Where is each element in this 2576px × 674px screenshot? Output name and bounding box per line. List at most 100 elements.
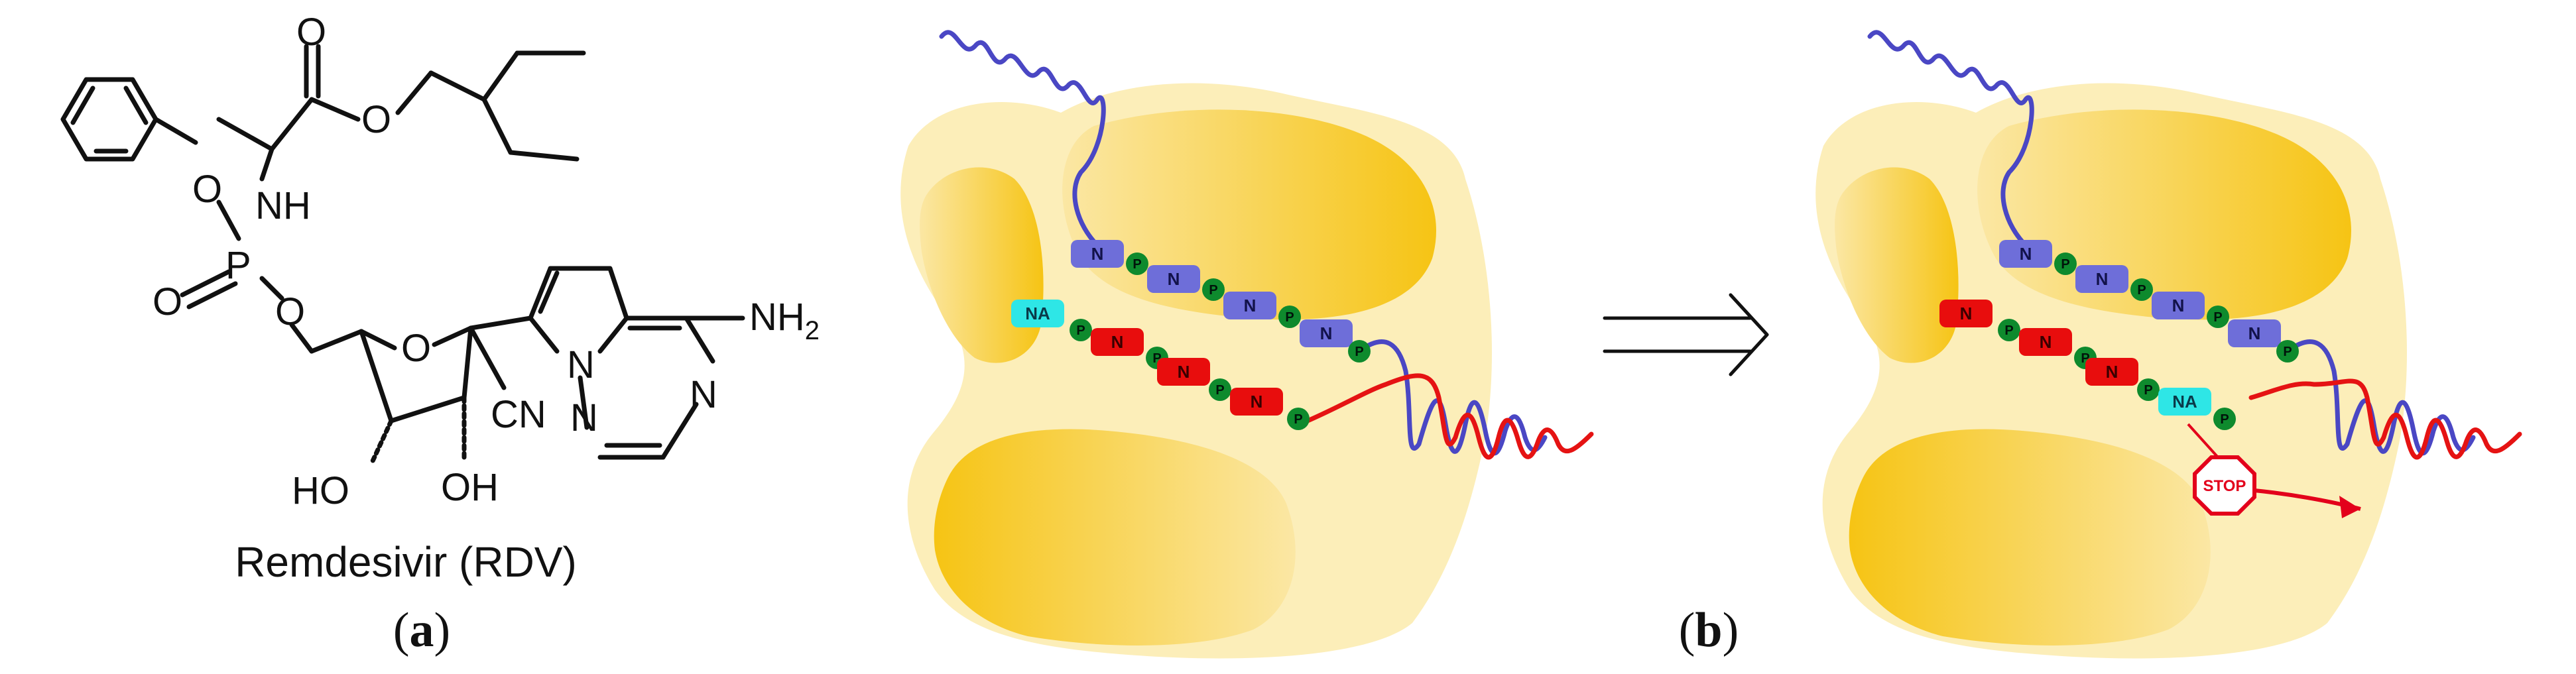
bond bbox=[468, 325, 507, 390]
bond bbox=[395, 70, 434, 115]
nascent-nucleotides-right: N P N P N P NA P bbox=[1939, 300, 2236, 430]
nucleotide-label: N bbox=[1251, 392, 1263, 412]
phosphate-label: P bbox=[2220, 412, 2229, 427]
nucleotide-label: N bbox=[1178, 362, 1190, 382]
bond bbox=[432, 325, 473, 347]
phosphate-bead bbox=[2207, 306, 2229, 328]
bond bbox=[289, 322, 314, 354]
stop-label: STOP bbox=[2203, 477, 2246, 495]
bond bbox=[216, 199, 241, 241]
template-strand-3prime-right bbox=[2285, 339, 2476, 456]
nascent-strand-tail-right bbox=[2248, 378, 2522, 460]
atom-nh2: NH2 bbox=[749, 296, 820, 345]
strands-left bbox=[939, 30, 1594, 460]
atom-cn: CN bbox=[491, 393, 546, 436]
atom-n-triazine-1: N bbox=[570, 396, 598, 439]
bond bbox=[259, 146, 275, 182]
nucleotide-label: N bbox=[1320, 323, 1333, 343]
phosphate-label: P bbox=[1133, 257, 1141, 272]
phosphate-label: P bbox=[1215, 383, 1224, 398]
bond bbox=[528, 315, 560, 354]
nucleotide-box bbox=[2228, 319, 2281, 347]
bond bbox=[216, 117, 275, 152]
panel-b-label-close: ) bbox=[1723, 603, 1739, 657]
analog-box bbox=[2158, 388, 2211, 416]
bond bbox=[369, 418, 394, 467]
nucleotide-label: N bbox=[2096, 269, 2109, 289]
bond bbox=[597, 315, 629, 354]
nucleotide-box bbox=[2085, 358, 2138, 386]
bond bbox=[481, 97, 513, 155]
panel-a-label-open: ( bbox=[393, 603, 410, 657]
phosphate-label: P bbox=[1076, 323, 1085, 338]
atom-ho: HO bbox=[292, 469, 349, 512]
phosphate-bead bbox=[1202, 278, 1225, 301]
nucleotide-box bbox=[1147, 265, 1200, 293]
bond bbox=[578, 375, 589, 430]
analog-label: NA bbox=[1025, 304, 1050, 323]
bond bbox=[359, 329, 394, 423]
nucleotide-label: N bbox=[2172, 296, 2185, 315]
panel-a-label: (a) bbox=[393, 603, 450, 657]
nucleotide-label: N bbox=[2248, 323, 2261, 343]
bond bbox=[468, 315, 533, 331]
stop-octagon bbox=[2193, 455, 2256, 516]
compound-name: Remdesivir (RDV) bbox=[235, 538, 577, 586]
template-strand-5prime-left bbox=[939, 30, 1106, 248]
nucleotide-label: N bbox=[1111, 332, 1124, 352]
nucleotide-box bbox=[1230, 388, 1283, 416]
release-arrow-head bbox=[2339, 496, 2361, 518]
atom-o-5prime: O bbox=[275, 290, 305, 333]
phosphate-label: P bbox=[1209, 283, 1217, 298]
phosphate-label: P bbox=[1294, 412, 1302, 427]
nucleotide-label: N bbox=[1244, 296, 1257, 315]
nucleotide-box bbox=[1939, 300, 1993, 327]
atom-nh2-main: NH bbox=[749, 296, 805, 339]
bond bbox=[508, 150, 580, 162]
nucleotide-box bbox=[1999, 240, 2052, 268]
phosphate-label: P bbox=[2137, 283, 2146, 298]
template-nucleotides-left: N P N P N P N P bbox=[1071, 240, 1371, 363]
nucleotide-label: N bbox=[1091, 244, 1104, 264]
phenyl-double-bond bbox=[70, 85, 95, 125]
bond bbox=[359, 329, 397, 351]
phosphate-label: P bbox=[2213, 310, 2222, 325]
nucleotide-label: N bbox=[1168, 269, 1180, 289]
phosphate-bead bbox=[2130, 278, 2153, 301]
bond bbox=[538, 270, 560, 314]
bond bbox=[309, 329, 364, 354]
phosphate-bead bbox=[2276, 340, 2299, 363]
phosphate-bead bbox=[1209, 378, 1231, 401]
phosphate-bead bbox=[1070, 319, 1092, 341]
bond bbox=[428, 70, 487, 102]
atom-p: P bbox=[225, 244, 251, 287]
bond bbox=[660, 402, 699, 460]
phosphate-bead bbox=[2213, 408, 2236, 430]
atom-o-ring: O bbox=[401, 327, 431, 370]
panel-b-label: (b) bbox=[1679, 603, 1739, 657]
bond bbox=[269, 97, 314, 152]
atom-n-pyrrole: N bbox=[567, 343, 595, 386]
nascent-nucleotides-left: NA P N P N P N P bbox=[1011, 300, 1310, 430]
nucleotide-label: N bbox=[2040, 332, 2052, 352]
nucleotide-box bbox=[1300, 319, 1353, 347]
bond bbox=[481, 50, 520, 102]
stop-pointer-line bbox=[2187, 423, 2219, 459]
bond bbox=[607, 266, 629, 321]
bond bbox=[186, 281, 238, 309]
bond bbox=[528, 266, 553, 321]
nucleotide-box bbox=[1223, 292, 1276, 319]
phosphate-bead bbox=[1348, 340, 1371, 363]
nucleotide-label: N bbox=[2106, 362, 2118, 382]
bond bbox=[153, 117, 198, 145]
nucleotide-box bbox=[2019, 328, 2072, 356]
template-strand-3prime-left bbox=[1357, 339, 1548, 456]
analog-label: NA bbox=[2172, 392, 2197, 412]
double-line-arrow-icon bbox=[1603, 293, 1769, 376]
panel-a-label-letter: a bbox=[410, 603, 434, 657]
panel-b-label-letter: b bbox=[1695, 603, 1722, 657]
nucleotide-label: N bbox=[1960, 304, 1973, 323]
phosphate-bead bbox=[2137, 378, 2160, 401]
phenyl-double-bond bbox=[123, 85, 149, 125]
